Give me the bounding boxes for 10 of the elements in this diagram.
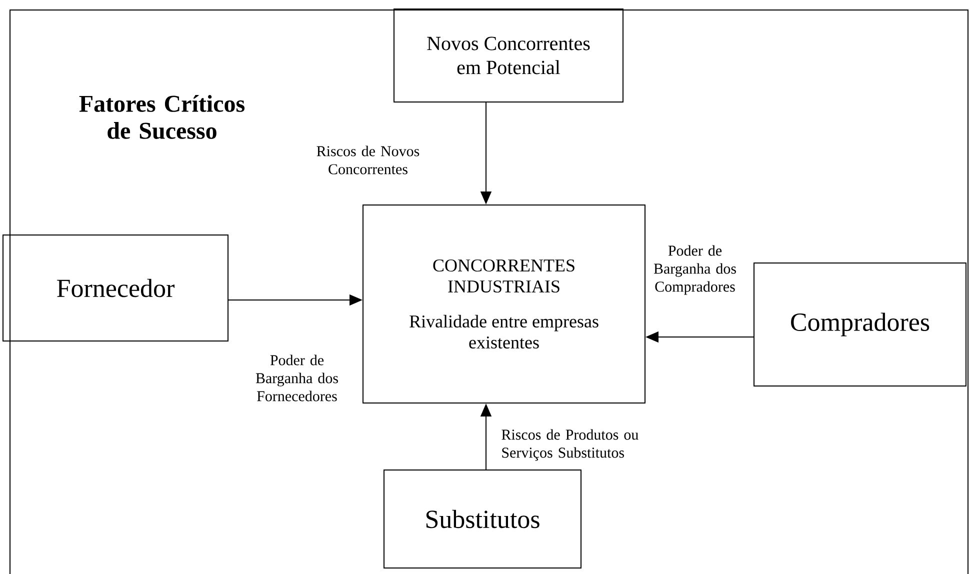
- box: CONCORRENTES INDUSTRIAIS Rivalidade entre empresas existentes: [362, 204, 646, 404]
- box: Novos Concorrentes em Potencial: [394, 8, 624, 102]
- box: Fornecedor: [2, 234, 228, 342]
- box: Compradores: [754, 262, 966, 386]
- edge-label: Poder de Barganha dos Fornecedores: [256, 354, 338, 402]
- edge-label: Riscos de Produtos ou Serviços Substitutos: [502, 429, 638, 461]
- edge-label: Riscos de Novos Concorrentes: [316, 146, 420, 174]
- title: Fatores Críticos de Sucesso: [79, 95, 244, 139]
- edge-label: Poder de Barganha dos Compradores: [654, 245, 736, 295]
- box: Substitutos: [384, 470, 582, 568]
